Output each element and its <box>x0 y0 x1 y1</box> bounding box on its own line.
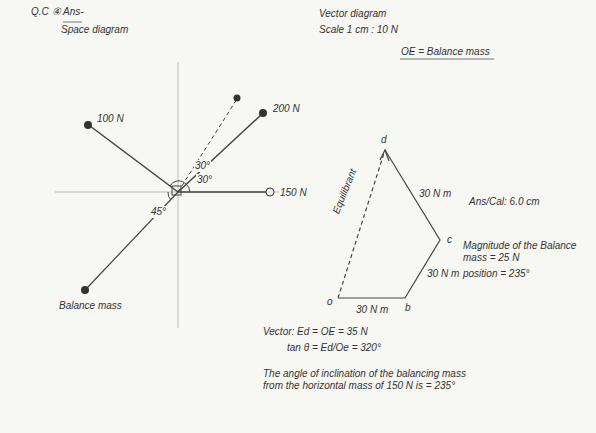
angle-arc <box>170 181 186 186</box>
mass-label: 150 N <box>279 187 308 199</box>
underline <box>63 22 82 23</box>
calculation: Vector: Ed = OE = 35 N <box>262 326 369 338</box>
mass-label: 200 N <box>272 103 301 115</box>
mass-dot <box>266 188 274 196</box>
mass-dot <box>84 121 92 129</box>
right-angle-mark <box>172 186 181 195</box>
force-line <box>178 191 266 193</box>
result-note: Magnitude of the Balance mass = 25 N <box>462 240 589 264</box>
point-label: o <box>326 296 334 308</box>
point-label: d <box>380 134 388 146</box>
heading: Space diagram <box>60 24 129 36</box>
space-diagram <box>55 62 305 328</box>
balance-line <box>87 192 178 288</box>
underline <box>400 59 494 60</box>
masses <box>81 95 274 295</box>
result-note: Ans/Cal: 6.0 cm <box>468 196 541 208</box>
vector-length: 30 N m <box>426 268 460 280</box>
arrow-head <box>380 150 389 161</box>
angle-arc <box>168 192 171 200</box>
conclusion: The angle of inclination of the balancin… <box>262 368 479 392</box>
mass-label: 100 N <box>96 113 125 125</box>
angle-label: 45° <box>150 206 167 218</box>
angle-label: 30° <box>194 160 211 172</box>
vector-length: 30 N m <box>418 188 452 200</box>
point-label: c <box>446 234 453 246</box>
question-number: Q.C ④ Ans- <box>30 6 85 18</box>
angle-arc <box>186 184 190 192</box>
dashed-line <box>178 99 237 192</box>
mass-dot <box>81 286 89 294</box>
mass-dot <box>234 95 241 102</box>
calculation: tan θ = Ed/Oe = 320° <box>286 342 382 354</box>
mass-dot <box>259 109 267 117</box>
result-note: position = 235° <box>462 268 531 280</box>
force-line <box>90 126 178 192</box>
scale-note: Scale 1 cm : 10 N <box>318 24 399 36</box>
heading: Vector diagram <box>318 8 387 20</box>
vector-length: 30 N m <box>355 304 389 316</box>
note: OE = Balance mass <box>400 46 491 58</box>
mass-label: Balance mass <box>58 300 123 312</box>
point-label: b <box>404 302 412 314</box>
vector-label: Equilibrant <box>330 166 360 216</box>
angle-label: 30° <box>196 174 213 186</box>
